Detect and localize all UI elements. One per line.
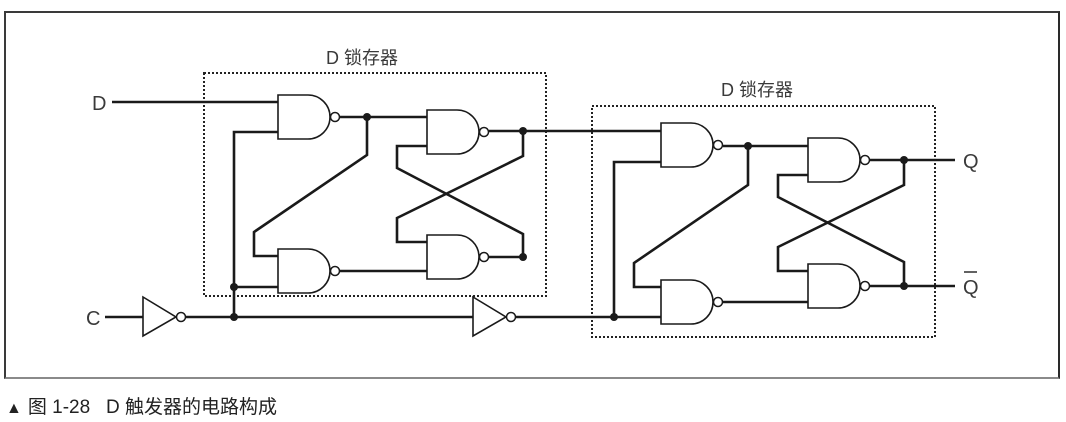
- latch-1: D 锁存器: [112, 48, 592, 317]
- wire-clock-latch-2-upper: [612, 160, 661, 317]
- junction: [363, 113, 371, 121]
- wire-cross-1a: [395, 144, 525, 257]
- clock-path: [105, 295, 517, 338]
- wire-a1-to-c1: [252, 117, 369, 258]
- latch-2-boundary: [591, 105, 936, 338]
- latch-1-nand-sr-lower: [426, 234, 490, 280]
- caption-marker: ▲: [6, 400, 22, 417]
- junction: [519, 253, 527, 261]
- caption-number: 图 1-28: [27, 397, 91, 418]
- figure-caption: ▲ 图 1-28 D 触发器的电路构成: [6, 392, 277, 419]
- figure-frame: [4, 11, 1060, 379]
- inverter-1: [142, 295, 178, 338]
- caption-text: D 触发器的电路构成: [106, 397, 278, 418]
- latch-2-nand-input-lower: [660, 279, 724, 325]
- latch-1-label: D 锁存器: [326, 48, 398, 68]
- wire-cross-1b: [395, 131, 525, 244]
- junction: [610, 313, 618, 321]
- input-c-label: C: [86, 308, 100, 330]
- latch-1-boundary: [203, 72, 547, 297]
- inverter-2-bubble: [505, 311, 517, 323]
- output-qbar-label: Q: [963, 277, 979, 299]
- junction: [744, 142, 752, 150]
- latch-2-nand-sr-lower: [807, 263, 871, 309]
- junction: [900, 282, 908, 290]
- junction: [900, 156, 908, 164]
- input-d-label: D: [92, 93, 106, 115]
- wire-a2-to-c2: [632, 146, 750, 289]
- latch-1-nand-input-lower: [277, 248, 341, 294]
- latch-2-nand-input-upper: [660, 122, 724, 168]
- junction: [230, 283, 238, 291]
- wire-clock-latch-1-upper: [232, 130, 278, 317]
- latch-2: D 锁存器: [516, 80, 955, 338]
- junction: [519, 127, 527, 135]
- wire-cross-2b: [776, 160, 906, 273]
- latch-1-nand-sr-upper: [426, 109, 490, 155]
- inverter-1-bubble: [175, 311, 187, 323]
- output-q-label: Q: [963, 151, 979, 173]
- inverter-2: [472, 295, 508, 338]
- latch-1-nand-input-upper: [277, 94, 341, 140]
- latch-2-label: D 锁存器: [721, 80, 793, 100]
- wire-cross-2a: [776, 173, 906, 286]
- junction: [230, 313, 238, 321]
- latch-2-nand-sr-upper: [807, 137, 871, 183]
